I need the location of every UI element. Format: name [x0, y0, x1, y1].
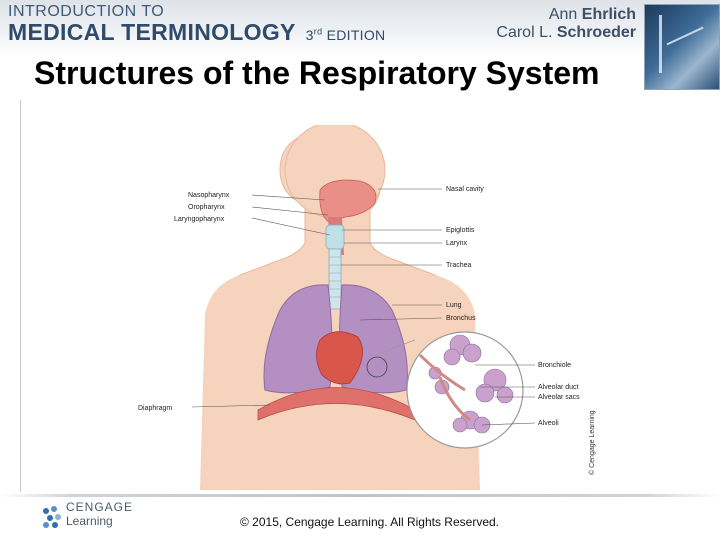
figure-credit: © Cengage Learning [589, 410, 596, 475]
logo-word-learning: Learning [66, 514, 113, 528]
book-title-main: MEDICAL TERMINOLOGY [8, 19, 296, 45]
label-bronchus: Bronchus [446, 315, 476, 322]
label-diaphragm: Diaphragm [138, 405, 172, 412]
author-1: Ann Ehrlich [549, 6, 636, 24]
cengage-logo-icon [38, 501, 68, 531]
respiratory-system-illustration: Nasopharynx Oropharynx Laryngopharynx Di… [130, 125, 610, 490]
author-2-last: Schroeder [557, 24, 636, 41]
trachea [329, 249, 341, 309]
label-nasopharynx: Nasopharynx [188, 192, 230, 199]
book-title-line2: MEDICAL TERMINOLOGY 3rd EDITION [8, 19, 385, 46]
copyright-notice: © 2015, Cengage Learning. All Rights Res… [240, 515, 499, 529]
left-divider [20, 100, 21, 492]
author-1-last: Ehrlich [582, 6, 636, 23]
edition-number: 3 [306, 27, 314, 43]
label-epiglottis: Epiglottis [446, 227, 475, 234]
edition-ordinal: rd [314, 26, 323, 36]
cover-graphic-stroke [666, 27, 703, 46]
author-2: Carol L. Schroeder [496, 24, 636, 42]
label-alveolar-duct: Alveolar duct [538, 384, 579, 391]
cover-graphic-stroke [659, 15, 662, 73]
label-laryngopharynx: Laryngopharynx [174, 216, 225, 223]
label-larynx: Larynx [446, 240, 468, 247]
author-2-first: Carol L. [496, 24, 556, 41]
edition-word: EDITION [327, 27, 386, 43]
slide-title: Structures of the Respiratory System [34, 55, 600, 92]
label-trachea: Trachea [446, 262, 472, 269]
edition-label: 3rd EDITION [306, 27, 386, 43]
label-oropharynx: Oropharynx [188, 204, 225, 211]
larynx [326, 225, 344, 249]
label-bronchiole: Bronchiole [538, 362, 571, 369]
footer-divider [0, 494, 720, 497]
label-alveoli: Alveoli [538, 420, 559, 427]
label-alveolar-sacs: Alveolar sacs [538, 394, 580, 401]
label-nasal-cavity: Nasal cavity [446, 186, 484, 193]
logo-word-cengage: CENGAGE [66, 500, 133, 514]
author-1-first: Ann [549, 6, 582, 23]
label-lung: Lung [446, 302, 462, 309]
book-cover-thumbnail [644, 4, 720, 90]
